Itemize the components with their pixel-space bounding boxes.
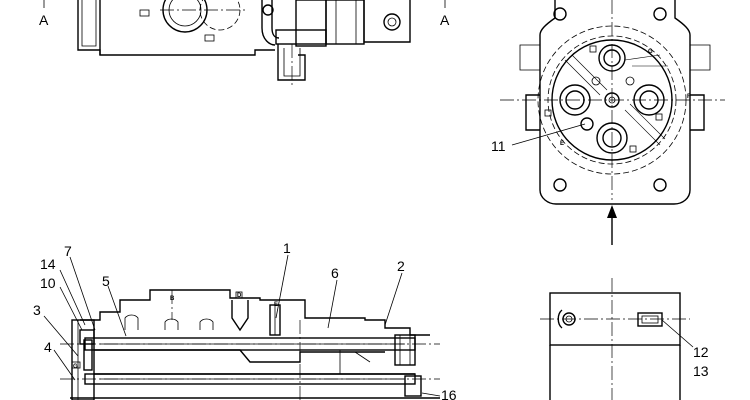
- callout-2: 2: [397, 258, 405, 274]
- port-letter-e-end: E: [560, 141, 564, 147]
- callout-12: 12: [693, 344, 709, 360]
- callout-4: 4: [44, 339, 52, 355]
- port-letter-e: E: [274, 302, 278, 308]
- callout-10: 10: [40, 275, 56, 291]
- callout-14: 14: [40, 256, 56, 272]
- port-letter-f-end: F: [687, 94, 691, 100]
- side-view-top: A A: [39, 0, 450, 86]
- callout-6: 6: [331, 265, 339, 281]
- callout-11: 11: [491, 138, 506, 154]
- end-view: G F E 11: [491, 0, 725, 245]
- section-letter-left: A: [39, 12, 49, 28]
- port-letter-g: G: [73, 364, 78, 370]
- port-letter-d: D: [237, 293, 242, 299]
- port-letter-g-end: G: [648, 49, 653, 55]
- section-view: D E B G: [33, 240, 457, 400]
- view-arrow-icon: [607, 205, 617, 218]
- callout-13: 13: [693, 363, 709, 379]
- partial-view: 12 13: [540, 278, 709, 400]
- section-letter-right: A: [440, 12, 450, 28]
- callout-3: 3: [33, 302, 41, 318]
- callout-5: 5: [102, 273, 110, 289]
- callout-16: 16: [441, 387, 457, 400]
- callout-7: 7: [64, 243, 72, 259]
- callout-1: 1: [283, 240, 291, 256]
- port-letter-b: B: [170, 296, 175, 302]
